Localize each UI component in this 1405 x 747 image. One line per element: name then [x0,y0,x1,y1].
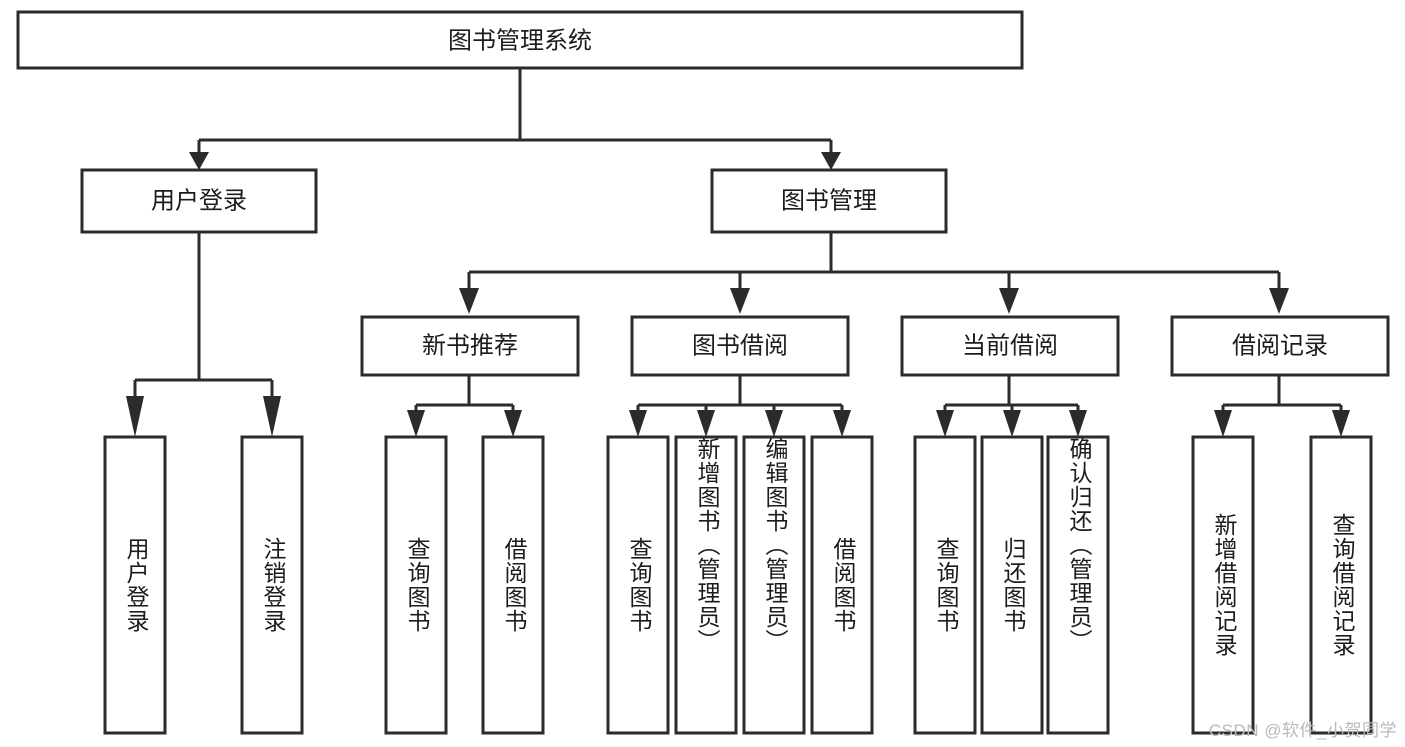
node-book-manage[interactable]: 图书管理 [710,168,948,234]
node-new-book-recommend-label: 新书推荐 [422,332,518,359]
leaf-box-current-confirm-return[interactable] [1046,435,1110,735]
node-current-borrow[interactable]: 当前借阅 [900,315,1120,377]
node-user-login-label: 用户登录 [151,187,247,214]
leaf-box-newbook-query-book[interactable] [384,435,448,735]
node-borrow-record-label: 借阅记录 [1232,332,1328,359]
arrow-head-bookborrow-leaf-2 [697,410,715,437]
arrow-head-currentborrow-leaf-2 [1003,410,1021,437]
arrow-head-newbook-leaf-1 [407,410,425,437]
leaf-box-borrow-add-book[interactable] [674,435,738,735]
arrow-head-bookborrow-leaf-1 [629,410,647,437]
arrow-head-bookborrow-leaf-3 [765,410,783,437]
node-new-book-recommend-box[interactable] [360,315,580,377]
arrow-head-leaf-logout [263,396,281,437]
node-current-borrow-label: 当前借阅 [962,332,1058,359]
node-book-borrow-box[interactable] [630,315,850,377]
arrow-head-current-borrow [999,288,1019,314]
node-book-manage-box[interactable] [710,168,948,234]
node-user-login-box[interactable] [80,168,318,234]
arrow-head-leaf-user-login [126,396,144,437]
leaf-layer [103,435,1373,735]
node-new-book-recommend[interactable]: 新书推荐 [360,315,580,377]
node-borrow-record-box[interactable] [1170,315,1390,377]
leaf-box-record-query[interactable] [1309,435,1373,735]
leaf-box-logout[interactable] [240,435,304,735]
arrow-head-currentborrow-leaf-1 [936,410,954,437]
leaf-box-current-return-book[interactable] [980,435,1044,735]
leaf-box-record-add[interactable] [1191,435,1255,735]
node-root[interactable]: 图书管理系统 [16,10,1024,70]
connector-layer [126,68,1350,437]
arrow-head-currentborrow-leaf-3 [1069,410,1087,437]
leaf-box-borrow-borrow-book[interactable] [810,435,874,735]
node-current-borrow-box[interactable] [900,315,1120,377]
leaf-box-borrow-edit-book[interactable] [742,435,806,735]
node-borrow-record[interactable]: 借阅记录 [1170,315,1390,377]
node-user-login[interactable]: 用户登录 [80,168,318,234]
node-root-label: 图书管理系统 [448,27,592,54]
arrow-head-borrow-record [1269,288,1289,314]
leaf-box-user-login[interactable] [103,435,167,735]
node-book-manage-label: 图书管理 [781,187,877,214]
arrow-head-new-book-recommend [459,288,479,314]
arrow-head-newbook-leaf-2 [504,410,522,437]
node-book-borrow-label: 图书借阅 [692,332,788,359]
watermark-text: CSDN @软件_小贺同学 [1208,721,1397,740]
arrow-head-book-borrow [730,288,750,314]
node-root-box[interactable] [16,10,1024,70]
arrow-head-user-login [189,152,209,170]
arrow-head-bookborrow-leaf-4 [833,410,851,437]
node-book-borrow[interactable]: 图书借阅 [630,315,850,377]
arrow-head-borrowrecord-leaf-2 [1332,410,1350,437]
leaf-box-borrow-query-book[interactable] [606,435,670,735]
leaf-box-current-query-book[interactable] [913,435,977,735]
arrow-head-borrowrecord-leaf-1 [1214,410,1232,437]
leaf-box-newbook-borrow-book[interactable] [481,435,545,735]
arrow-head-book-manage [821,152,841,170]
